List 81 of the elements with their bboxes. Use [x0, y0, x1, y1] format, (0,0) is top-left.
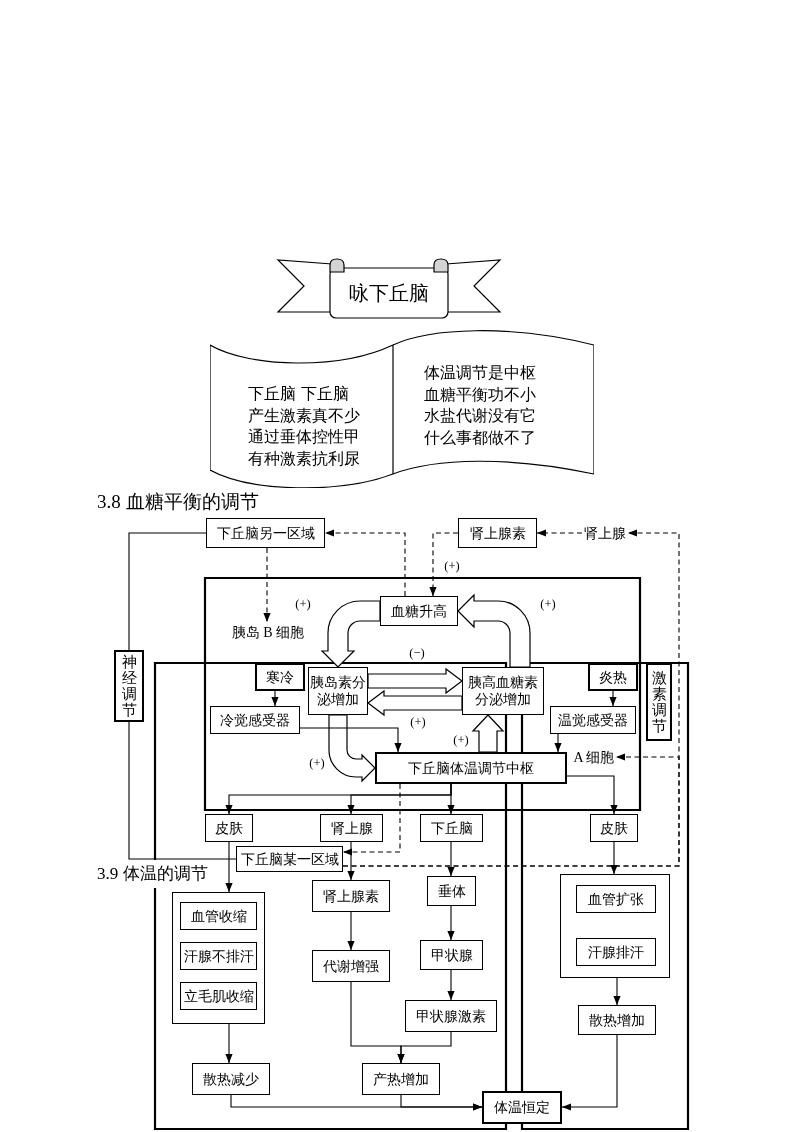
- arrow: [225, 1023, 233, 1064]
- dashed-arrow: [536, 529, 583, 537]
- process-box: 汗腺排汗: [576, 938, 656, 966]
- arrow: [397, 1031, 452, 1064]
- process-box: 肾上腺素: [458, 518, 537, 548]
- edge-label: (+): [443, 559, 461, 573]
- arrow: [299, 727, 402, 753]
- process-box: 下丘脑某一区域: [236, 846, 343, 872]
- arrow: [554, 733, 562, 753]
- group-box: [560, 874, 670, 978]
- arrow: [447, 841, 455, 877]
- arrow: [613, 977, 621, 1006]
- arrow: [447, 905, 455, 941]
- process-box: 散热减少: [192, 1063, 270, 1095]
- process-box: 血管扩张: [576, 885, 656, 913]
- process-box: 肾上腺素: [312, 880, 390, 912]
- process-box: 下丘脑体温调节中枢: [375, 752, 567, 784]
- poem-text: 下丘脑 下丘脑产生激素真不少通过垂体控性甲有种激素抗利尿: [248, 383, 361, 469]
- process-box: 冷觉感受器: [210, 706, 300, 734]
- dashed-arrow: [263, 547, 271, 623]
- process-box: 下丘脑另一区域: [206, 518, 325, 548]
- process-box: 甲状腺激素: [405, 1000, 497, 1032]
- process-box: 胰高血糖素分泌增加: [462, 667, 544, 715]
- block-arrow: [457, 594, 531, 668]
- dashed-arrow: [342, 753, 680, 867]
- poem-text: 体温调节是中枢血糖平衡功不小水盐代谢没有它什么事都做不了: [424, 362, 537, 448]
- process-box: 汗腺不排汗: [180, 942, 257, 970]
- block-arrow: [367, 689, 463, 717]
- process-box: 温觉感受器: [550, 706, 636, 734]
- process-box: 下丘脑: [420, 814, 483, 842]
- node-label: 胰岛 B 细胞: [226, 622, 310, 642]
- arrow: [447, 969, 455, 1001]
- process-box: 代谢增强: [312, 950, 390, 982]
- connector-line: [128, 532, 207, 651]
- block-arrow: [471, 714, 505, 753]
- process-box: 炎热: [588, 663, 638, 691]
- section-heading: 3.9 体温的调节: [97, 864, 208, 884]
- block-arrow: [321, 600, 381, 668]
- arrow: [347, 911, 355, 951]
- process-box: 皮肤: [205, 814, 253, 842]
- open-scroll: [210, 328, 594, 488]
- process-box: 甲状腺: [420, 940, 483, 970]
- vertical-text-box: 激素调节: [646, 663, 672, 741]
- process-box: 寒冷: [255, 663, 305, 691]
- block-arrow: [328, 714, 376, 782]
- process-box: 散热增加: [578, 1005, 656, 1035]
- node-label: 肾上腺: [582, 523, 628, 543]
- block-arrow: [367, 667, 463, 695]
- edge-label: (+): [294, 597, 312, 611]
- arrow: [400, 1094, 483, 1111]
- arrow: [609, 690, 617, 707]
- process-box: 血糖升高: [380, 596, 458, 626]
- node-label: A 细胞: [572, 748, 616, 766]
- ribbon-banner: 咏下丘脑: [276, 256, 502, 322]
- process-box: 产热增加: [362, 1063, 440, 1095]
- vertical-text-box: 神经调节: [114, 650, 144, 722]
- process-box: 肾上腺: [320, 814, 383, 842]
- arrow: [447, 783, 455, 815]
- process-box: 立毛肌收缩: [180, 982, 257, 1010]
- edge-label: (+): [539, 597, 557, 611]
- process-box: 体温恒定: [482, 1091, 562, 1124]
- edge-label: (+): [452, 733, 470, 747]
- edge-label: (+): [409, 715, 427, 729]
- arrow: [347, 841, 355, 881]
- section-heading: 3.8 血糖平衡的调节: [97, 492, 259, 512]
- arrow: [271, 690, 279, 707]
- process-box: 垂体: [427, 876, 476, 906]
- process-box: 血管收缩: [180, 902, 257, 930]
- arrow: [225, 841, 233, 893]
- edge-label: (−): [408, 646, 426, 660]
- arrow: [561, 1034, 618, 1111]
- arrow: [566, 775, 618, 815]
- group-box: [172, 892, 265, 1024]
- process-box: 胰岛素分泌增加: [308, 667, 368, 715]
- dashed-arrow: [429, 532, 459, 597]
- dashed-arrow: [342, 783, 401, 856]
- connector-line: [128, 721, 237, 860]
- dashed-arrow: [324, 529, 406, 597]
- arrow: [610, 841, 618, 875]
- edge-label: (+): [308, 756, 326, 770]
- process-box: 皮肤: [590, 814, 638, 842]
